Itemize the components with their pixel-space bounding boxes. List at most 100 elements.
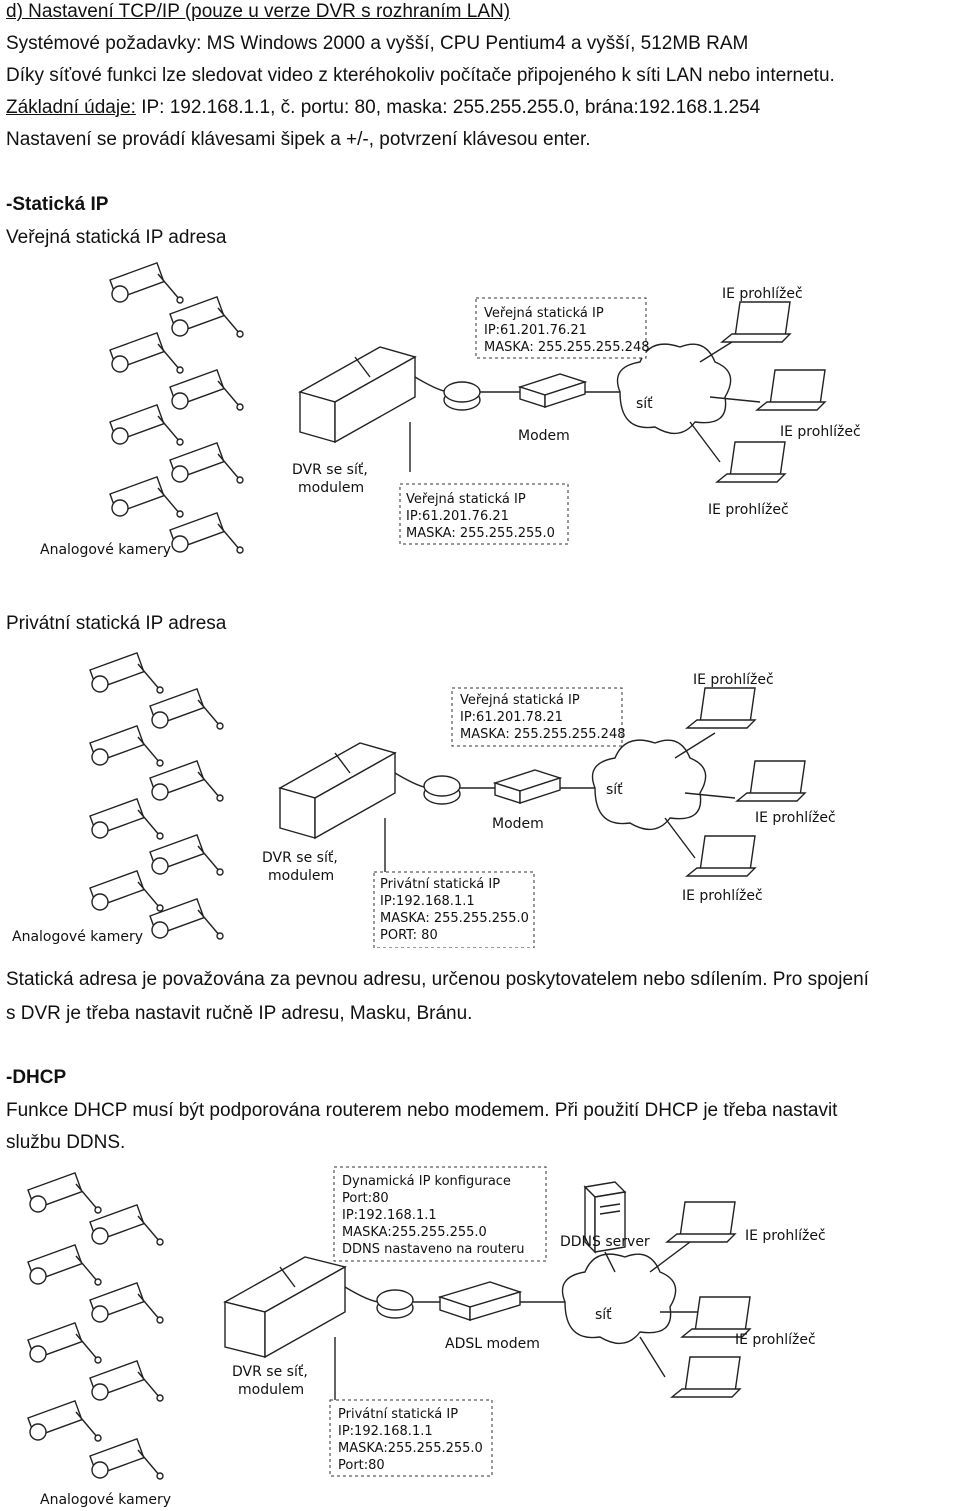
info-box-top xyxy=(451,687,623,747)
dvr-label-2: modulem xyxy=(238,1382,304,1398)
dvr-unit xyxy=(298,346,417,444)
public-ip-caption: Veřejná statická IP adresa xyxy=(6,227,227,248)
info-line: IP:61.201.76.21 xyxy=(484,323,587,338)
ie-label: IE prohlížeč xyxy=(722,286,803,302)
laptop-icon xyxy=(685,687,757,729)
modem-label: ADSL modem xyxy=(445,1336,540,1352)
dvr-label-2: modulem xyxy=(298,480,364,496)
basic-data-label: Základní údaje: xyxy=(6,97,136,118)
camera-icon xyxy=(89,1360,164,1402)
camera-icon xyxy=(89,725,164,767)
laptop-icon xyxy=(680,1296,752,1338)
camera-icon xyxy=(169,369,244,411)
camera-icon xyxy=(109,262,184,304)
camera-icon xyxy=(89,870,164,912)
camera-icon xyxy=(169,442,244,484)
info-line: MASKA: 255.255.255.0 xyxy=(380,911,529,926)
info-box-bottom xyxy=(399,483,569,545)
info-box-top xyxy=(333,1166,547,1262)
network-label: síť xyxy=(636,396,653,412)
dvr-label-1: DVR se síť, xyxy=(262,850,338,866)
router-icon xyxy=(423,775,461,805)
camera-group xyxy=(27,1172,164,1480)
camera-icon xyxy=(169,512,244,554)
network-cloud xyxy=(561,1253,677,1345)
info-line: MASKA:255.255.255.0 xyxy=(338,1441,483,1456)
info-line: Veřejná statická IP xyxy=(406,492,526,507)
info-line: IP:61.201.78.21 xyxy=(460,710,563,725)
camera-icon xyxy=(149,898,224,940)
modem-icon xyxy=(492,769,563,804)
dvr-unit xyxy=(223,1256,347,1359)
dvr-label-2: modulem xyxy=(268,868,334,884)
info-line: IP:192.168.1.1 xyxy=(380,894,475,909)
dhcp-title: -DHCP xyxy=(6,1067,67,1088)
info-line: Privátní statická IP xyxy=(380,877,500,892)
camera-icon xyxy=(149,760,224,802)
modem-icon xyxy=(437,1281,523,1321)
info-line: Privátní statická IP xyxy=(338,1407,458,1422)
camera-icon xyxy=(89,1438,164,1480)
diagram-private-static-ip: IE prohlížeč IE prohlížeč IE prohlížeč s… xyxy=(12,652,836,948)
basic-data-values: IP: 192.168.1.1, č. portu: 80, maska: 25… xyxy=(135,97,761,118)
ie-label: IE prohlížeč xyxy=(755,810,836,826)
ie-label: IE prohlížeč xyxy=(780,424,861,440)
laptop-icon xyxy=(720,301,792,343)
camera-icon xyxy=(89,652,164,694)
info-line: IP:61.201.76.21 xyxy=(406,509,509,524)
camera-group xyxy=(89,652,224,940)
ie-label: IE prohlížeč xyxy=(745,1228,826,1244)
camera-group xyxy=(109,262,244,554)
private-ip-caption: Privátní statická IP adresa xyxy=(6,613,227,634)
camera-icon xyxy=(89,1204,164,1246)
info-line: Port:80 xyxy=(338,1458,385,1473)
static-ip-title: -Statická IP xyxy=(6,194,109,215)
server-label: DDNS server xyxy=(560,1234,650,1250)
laptop-icon xyxy=(735,760,807,802)
cameras-label: Analogové kamery xyxy=(40,542,171,558)
diagram-dhcp: IE prohlížeč IE prohlížeč síť ADSL modem… xyxy=(27,1166,826,1508)
network-cloud xyxy=(591,739,707,831)
info-line: DDNS nastaveno na routeru xyxy=(342,1242,524,1257)
static-description-2: s DVR je třeba nastavit ručně IP adresu,… xyxy=(6,1003,473,1024)
camera-icon xyxy=(149,688,224,730)
requirements-text: Systémové požadavky: MS Windows 2000 a v… xyxy=(6,33,749,54)
ie-label: IE prohlížeč xyxy=(693,672,774,688)
router-icon xyxy=(376,1289,414,1319)
ie-label: IE prohlížeč xyxy=(708,502,789,518)
info-line: MASKA: 255.255.255.248 xyxy=(460,727,625,742)
laptop-icon xyxy=(755,369,827,411)
info-box-top xyxy=(475,297,647,359)
section-heading: d) Nastavení TCP/IP (pouze u verze DVR s… xyxy=(6,1,511,22)
router-icon xyxy=(443,381,481,411)
modem-icon xyxy=(517,373,588,408)
server-icon xyxy=(583,1181,627,1254)
dhcp-description-1: Funkce DHCP musí být podporována routere… xyxy=(6,1100,838,1121)
dvr-label-1: DVR se síť, xyxy=(292,462,368,478)
info-line: MASKA: 255.255.255.0 xyxy=(406,526,555,541)
laptop-icon xyxy=(685,835,757,877)
static-description-1: Statická adresa je považována za pevnou … xyxy=(6,969,869,990)
modem-label: Modem xyxy=(492,816,544,832)
info-box-bottom xyxy=(329,1399,493,1477)
info-line: Veřejná statická IP xyxy=(460,693,580,708)
camera-icon xyxy=(89,1282,164,1324)
dvr-label-1: DVR se síť, xyxy=(232,1364,308,1380)
camera-icon xyxy=(109,404,184,446)
basic-data: Základní údaje: IP: 192.168.1.1, č. port… xyxy=(6,96,760,120)
info-line: MASKA: 255.255.255.248 xyxy=(484,340,649,355)
network-label: síť xyxy=(606,782,623,798)
ie-label: IE prohlížeč xyxy=(735,1332,816,1348)
cameras-label: Analogové kamery xyxy=(40,1492,171,1508)
network-label: síť xyxy=(595,1307,612,1323)
laptop-icon xyxy=(715,441,787,483)
network-note: Díky síťové funkci lze sledovat video z … xyxy=(6,65,835,86)
camera-icon xyxy=(109,332,184,374)
info-line: MASKA:255.255.255.0 xyxy=(342,1225,487,1240)
camera-icon xyxy=(89,798,164,840)
camera-icon xyxy=(27,1244,102,1286)
modem-label: Modem xyxy=(518,428,570,444)
info-line: PORT: 80 xyxy=(380,928,438,943)
laptop-icon xyxy=(670,1356,742,1398)
ie-label: IE prohlížeč xyxy=(682,888,763,904)
